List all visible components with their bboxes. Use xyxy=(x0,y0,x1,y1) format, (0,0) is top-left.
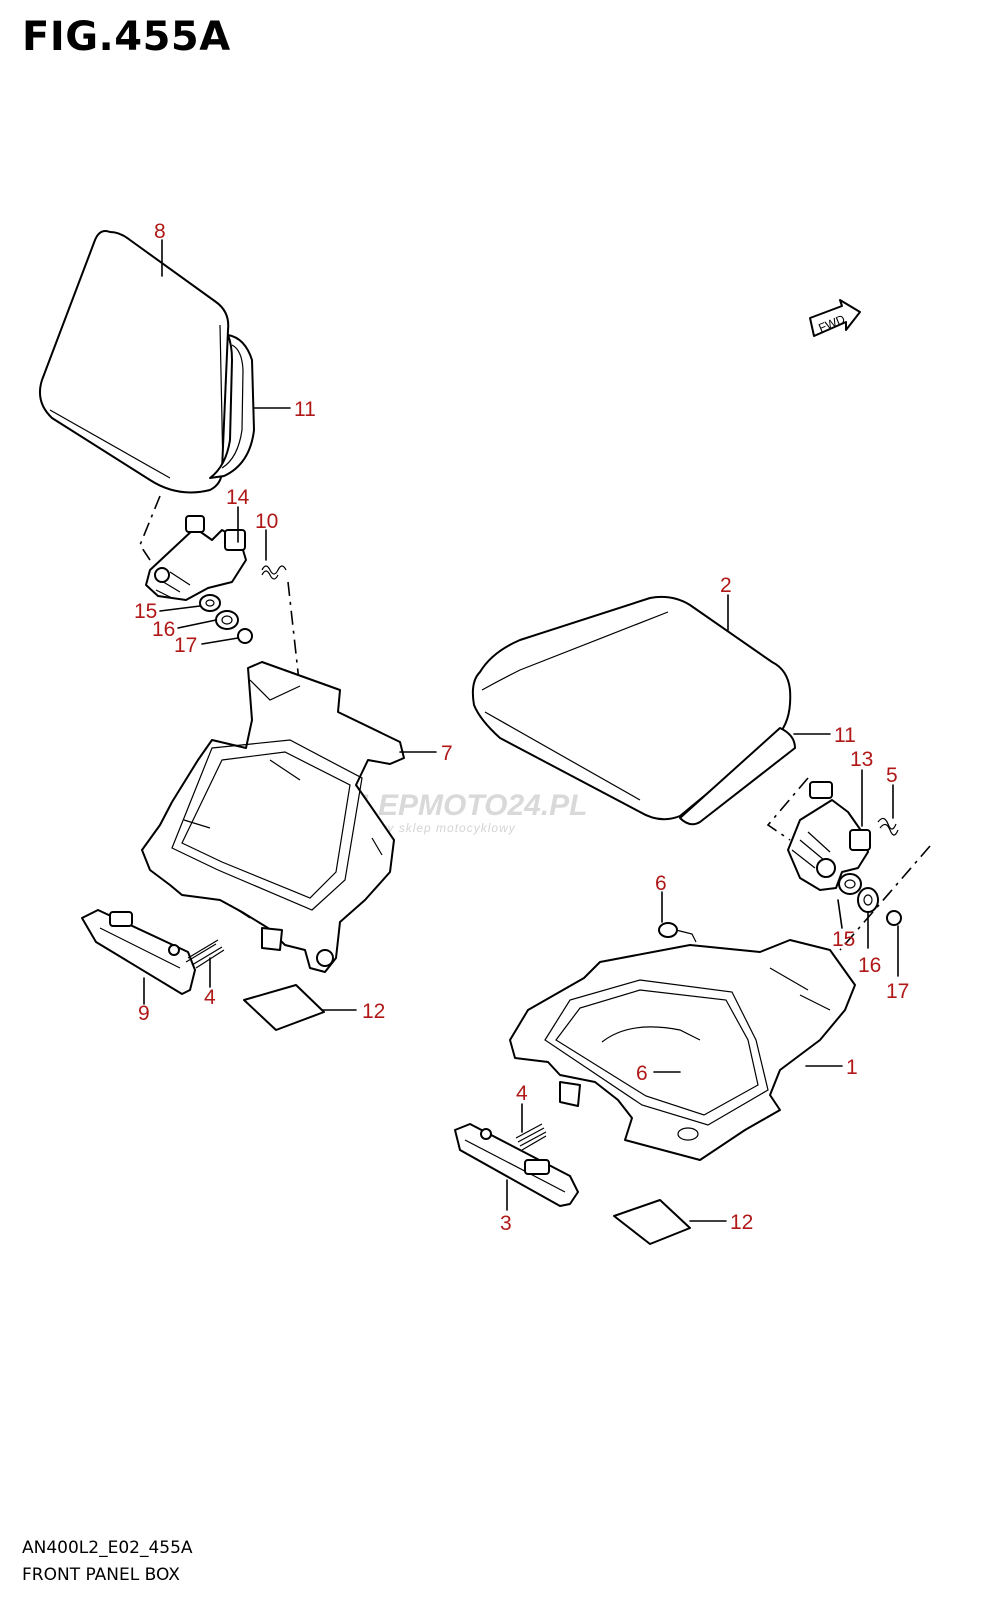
lid-right xyxy=(471,595,792,821)
guide-left-2 xyxy=(287,581,301,691)
latch-right xyxy=(454,1123,579,1207)
latch-left xyxy=(81,909,196,995)
callout-4-left: 4 xyxy=(204,986,216,1009)
callout-11-left: 11 xyxy=(294,398,316,421)
callout-2: 2 xyxy=(720,574,732,597)
fasteners-right xyxy=(838,873,902,926)
callout-labels: 8 11 14 10 15 16 17 7 9 4 12 2 11 13 5 6… xyxy=(134,220,909,1235)
screw-right-top xyxy=(658,922,697,943)
callout-8: 8 xyxy=(154,220,166,243)
callout-11-right: 11 xyxy=(834,724,856,747)
hinge-left xyxy=(145,515,247,601)
callout-13: 13 xyxy=(850,748,873,771)
box-left xyxy=(141,661,405,973)
callout-15-right: 15 xyxy=(832,928,855,951)
figure-description: FRONT PANEL BOX xyxy=(22,1565,180,1585)
figure-title: FIG.455A xyxy=(22,14,231,60)
spring-right-4 xyxy=(515,1123,547,1151)
callout-10: 10 xyxy=(255,510,278,533)
fwd-arrow-icon: FWD xyxy=(809,299,861,337)
callout-16-right: 16 xyxy=(858,954,881,977)
spring-left xyxy=(261,565,287,580)
hinge-right xyxy=(787,781,871,891)
figure-code: AN400L2_E02_455A xyxy=(22,1538,193,1558)
spring-left-4 xyxy=(185,939,225,969)
callout-15-left: 15 xyxy=(134,600,157,623)
leader-lines xyxy=(143,239,899,1222)
fasteners-left xyxy=(199,594,253,644)
callout-7: 7 xyxy=(441,742,453,765)
callout-4-right: 4 xyxy=(516,1082,528,1105)
callout-9: 9 xyxy=(138,1002,150,1025)
pad-right xyxy=(613,1199,691,1245)
callout-17-left: 17 xyxy=(174,634,197,657)
callout-5: 5 xyxy=(886,764,898,787)
callout-14: 14 xyxy=(226,486,250,509)
callout-17-right: 17 xyxy=(886,980,909,1003)
guide-right-2 xyxy=(839,845,931,951)
callout-16-left: 16 xyxy=(152,618,175,641)
callout-12-left: 12 xyxy=(362,1000,385,1023)
seal-right xyxy=(679,727,796,826)
callout-12-right: 12 xyxy=(730,1211,753,1234)
spring-right xyxy=(877,817,899,836)
callout-6-bottom: 6 xyxy=(636,1062,648,1085)
pad-left xyxy=(243,984,325,1031)
tray-right xyxy=(509,939,856,1161)
seal-left xyxy=(209,334,255,479)
callout-3: 3 xyxy=(500,1212,512,1235)
guide-left-1 xyxy=(139,495,161,561)
callout-1: 1 xyxy=(846,1056,858,1079)
guide-right-1 xyxy=(766,777,809,841)
callout-6-top: 6 xyxy=(655,872,667,895)
lid-left xyxy=(39,230,230,494)
